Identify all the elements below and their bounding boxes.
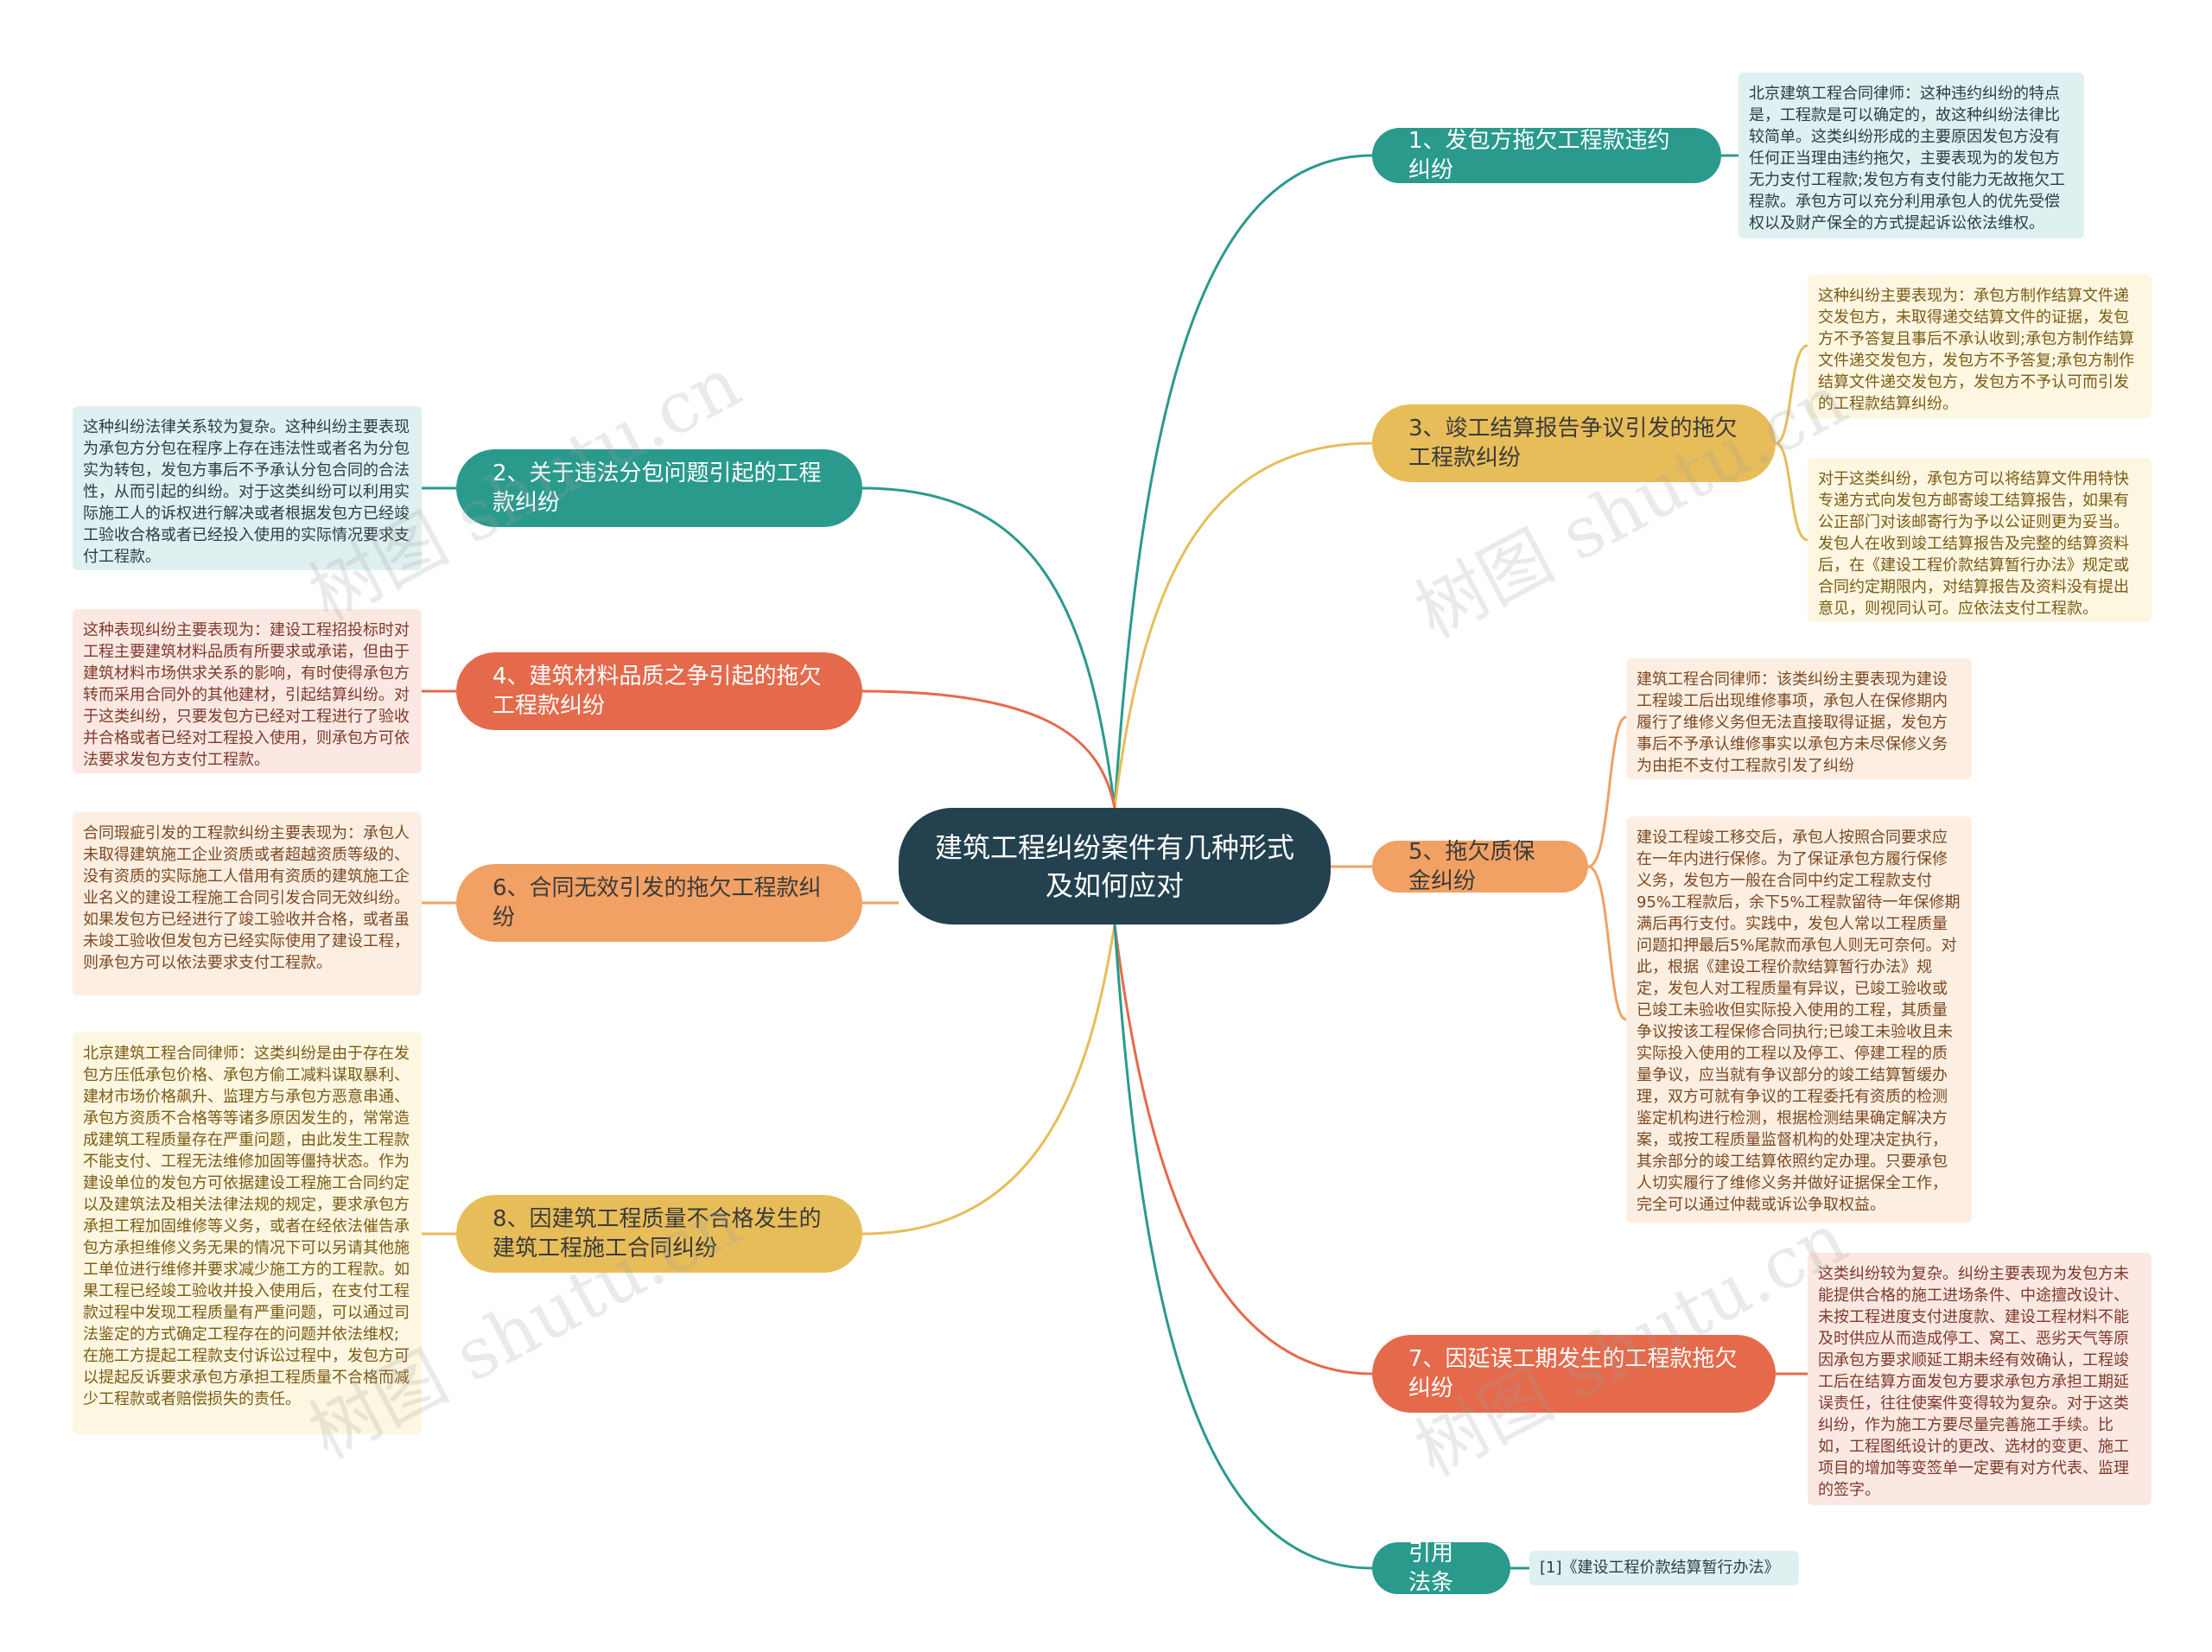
branch-8-node[interactable]: 8、因建筑工程质量不合格发生的建筑工程施工合同纠纷 (456, 1195, 862, 1273)
branch-3-note-2: 对于这类纠纷，承包方可以将结算文件用特快专递方式向发包方邮寄竣工结算报告，如果有… (1808, 458, 2152, 622)
root-topic[interactable]: 建筑工程纠纷案件有几种形式及如何应对 (899, 808, 1331, 924)
branch-7-node[interactable]: 7、因延误工期发生的工程款拖欠纠纷 (1372, 1335, 1776, 1413)
branch-9-node[interactable]: 引用法条 (1372, 1541, 1510, 1596)
branch-8-label: 8、因建筑工程质量不合格发生的建筑工程施工合同纠纷 (493, 1206, 822, 1261)
link-root-b2 (861, 486, 1116, 809)
branch-2-label: 2、关于违法分包问题引起的工程款纠纷 (493, 461, 822, 516)
branch-3-node[interactable]: 3、竣工结算报告争议引发的拖欠工程款纠纷 (1372, 404, 1776, 482)
branch-4-label: 4、建筑材料品质之争引起的拖欠工程款纠纷 (493, 664, 822, 719)
link-b3-note1 (1775, 344, 1808, 445)
branch-9-label: 引用法条 (1408, 1541, 1454, 1596)
branch-3-label: 3、竣工结算报告争议引发的拖欠工程款纠纷 (1408, 416, 1738, 471)
link-b3-note2 (1775, 442, 1808, 542)
branch-1-node[interactable]: 1、发包方拖欠工程款违约纠纷 (1372, 128, 1721, 183)
branch-8-note: 北京建筑工程合同律师：这类纠纷是由于存在发包方压低承包价格、承包方偷工减料谋取暴… (73, 1032, 422, 1434)
branch-4-node[interactable]: 4、建筑材料品质之争引起的拖欠工程款纠纷 (456, 652, 862, 730)
link-b5-note1 (1587, 715, 1627, 868)
branch-1-note: 北京建筑工程合同律师：这种违约纠纷的特点是，工程款是可以确定的，故这种纠纷法律比… (1738, 73, 2084, 238)
branch-2-note: 这种纠纷法律关系较为复杂。这种纠纷主要表现为承包方分包在程序上存在违法性或者名为… (73, 406, 422, 570)
branch-6-note: 合同瑕疵引发的工程款纠纷主要表现为：承包人未取得建筑施工企业资质或者超越资质等级… (73, 812, 422, 995)
link-root-b9 (1113, 924, 1373, 1570)
link-root-b1 (1113, 154, 1373, 809)
root-topic-label: 建筑工程纠纷案件有几种形式及如何应对 (934, 830, 1294, 902)
link-root-b8 (861, 924, 1116, 1236)
branch-5-label: 5、拖欠质保金纠纷 (1408, 839, 1535, 894)
branch-5-note-2: 建设工程竣工移交后，承包人按照合同要求应在一年内进行保修。为了保证承包方履行保修… (1626, 816, 1972, 1223)
link-root-b4 (861, 689, 1116, 809)
branch-5-note-1: 建筑工程合同律师：该类纠纷主要表现为建设工程竣工后出现维修事项，承包人在保修期内… (1626, 658, 1972, 779)
link-root-b7 (1113, 924, 1373, 1376)
branch-1-label: 1、发包方拖欠工程款违约纠纷 (1408, 128, 1670, 183)
branch-4-note: 这种表现纠纷主要表现为：建设工程招投标时对工程主要建筑材料品质有所要求或承诺，但… (73, 609, 422, 773)
link-root-b3 (1113, 442, 1373, 809)
branch-5-node[interactable]: 5、拖欠质保金纠纷 (1372, 839, 1588, 894)
branch-2-node[interactable]: 2、关于违法分包问题引起的工程款纠纷 (456, 449, 862, 527)
link-b5-note2 (1587, 865, 1627, 1021)
branch-6-label: 6、合同无效引发的拖欠工程款纠纷 (493, 875, 822, 931)
branch-7-label: 7、因延误工期发生的工程款拖欠纠纷 (1408, 1346, 1738, 1401)
branch-9-note: [1]《建设工程价款结算暂行办法》 (1529, 1551, 1799, 1585)
branch-3-note-1: 这种纠纷主要表现为：承包方制作结算文件递交发包方，未取得递交结算文件的证据，发包… (1808, 275, 2152, 418)
branch-7-note: 这类纠纷较为复杂。纠纷主要表现为发包方未能提供合格的施工进场条件、中途擅改设计、… (1808, 1253, 2152, 1505)
branch-6-node[interactable]: 6、合同无效引发的拖欠工程款纠纷 (456, 864, 862, 942)
